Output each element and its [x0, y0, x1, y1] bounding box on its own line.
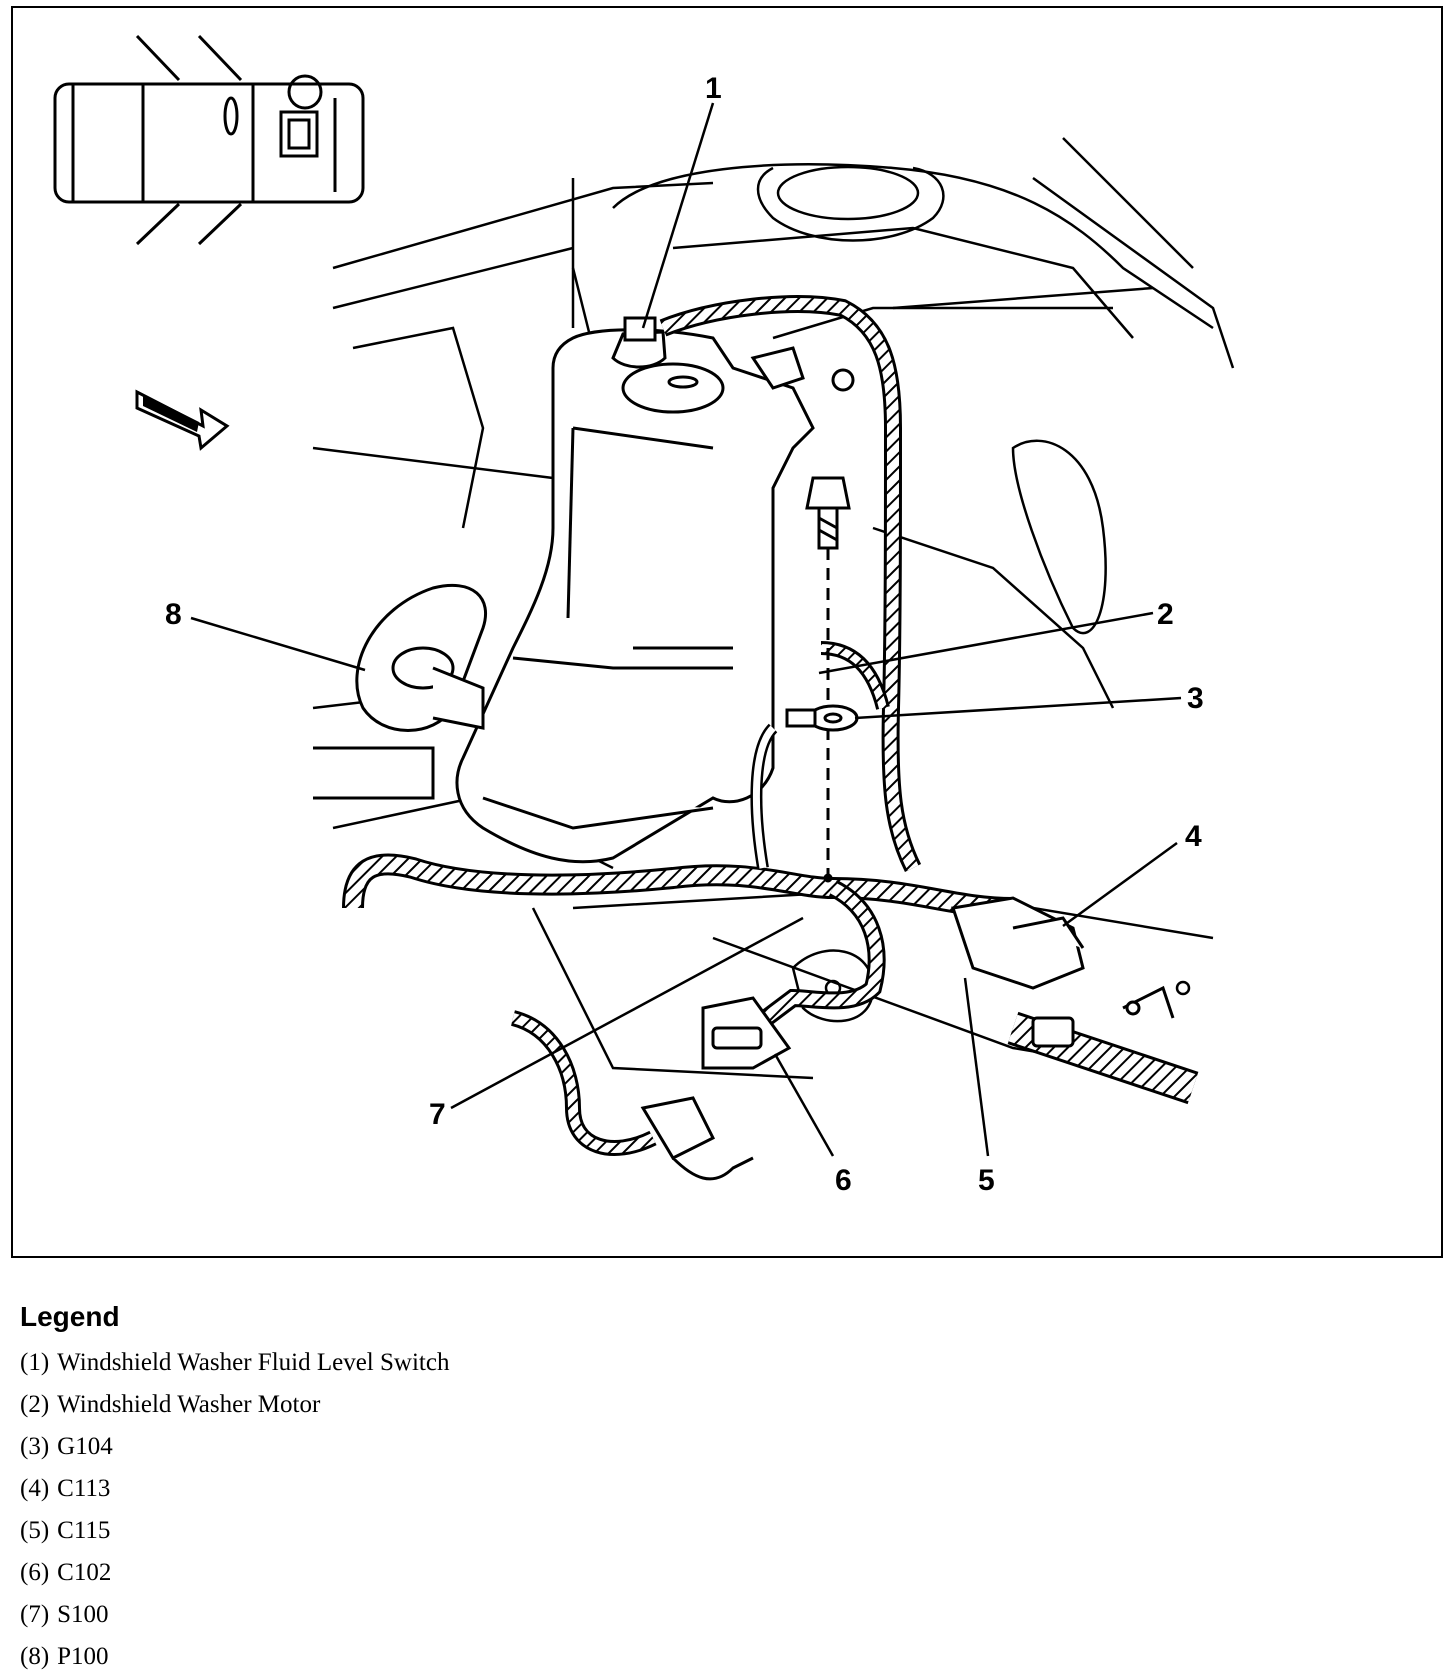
connector-lower-left [640, 1096, 754, 1181]
legend: Legend (1) Windshield Washer Fluid Level … [20, 1300, 1420, 1678]
callout-3: 3 [1187, 682, 1204, 715]
legend-item: (5) C115 [20, 1510, 1420, 1552]
legend-item: (7) S100 [20, 1594, 1420, 1636]
legend-item-number: (3) [20, 1433, 50, 1460]
legend-item-label: P100 [57, 1643, 109, 1670]
legend-item: (2) Windshield Washer Motor [20, 1384, 1420, 1426]
legend-item-label: C113 [57, 1475, 111, 1502]
diagram-frame: 1 2 3 4 5 6 7 8 [11, 6, 1443, 1258]
legend-item-number: (2) [20, 1391, 50, 1418]
legend-item: (6) C102 [20, 1552, 1420, 1594]
ground-bolt-g104 [785, 476, 859, 888]
callout-2: 2 [1157, 598, 1174, 631]
connector-c113-c115 [951, 896, 1175, 1048]
engine-compartment-body [312, 137, 1235, 1080]
legend-item-number: (8) [20, 1643, 50, 1670]
legend-list: (1)Windshield Washer Fluid Level Switch … [20, 1342, 1420, 1678]
callout-1: 1 [705, 72, 722, 105]
legend-item: (3) G104 [20, 1426, 1420, 1468]
legend-item-label: S100 [57, 1601, 109, 1628]
legend-item-label: Windshield Washer Fluid Level Switch [57, 1349, 450, 1376]
connector-c102 [701, 996, 792, 1070]
component-location-diagram: 1 2 3 4 5 6 7 8 [53, 34, 1235, 1197]
vehicle-locator-icon [53, 34, 365, 246]
forward-arrow-icon [135, 389, 230, 451]
legend-title: Legend [20, 1301, 120, 1332]
legend-item-label: Windshield Washer Motor [57, 1391, 321, 1418]
legend-item-label: C115 [57, 1517, 111, 1544]
legend-item-number: (4) [20, 1475, 50, 1502]
legend-item: (1) Windshield Washer Fluid Level Switch [20, 1342, 1420, 1384]
callout-5: 5 [978, 1164, 995, 1197]
legend-item-number: (1) [20, 1349, 50, 1376]
legend-item-number: (7) [20, 1601, 50, 1628]
callout-numbers: 1 2 3 4 5 6 7 8 [165, 72, 1204, 1197]
grommet-p100 [313, 583, 488, 800]
legend-item: (8) P100 [20, 1636, 1420, 1678]
legend-item-number: (6) [20, 1559, 50, 1586]
callout-4: 4 [1185, 820, 1202, 853]
legend-item: (4) C113 [20, 1468, 1420, 1510]
callout-8: 8 [165, 598, 182, 631]
callout-7: 7 [429, 1098, 446, 1131]
washer-fluid-reservoir [455, 316, 855, 864]
legend-item-number: (5) [20, 1517, 50, 1544]
callout-leaders [190, 102, 1182, 1157]
legend-item-label: C102 [57, 1559, 112, 1586]
legend-item-label: G104 [57, 1433, 113, 1460]
callout-6: 6 [835, 1164, 852, 1197]
